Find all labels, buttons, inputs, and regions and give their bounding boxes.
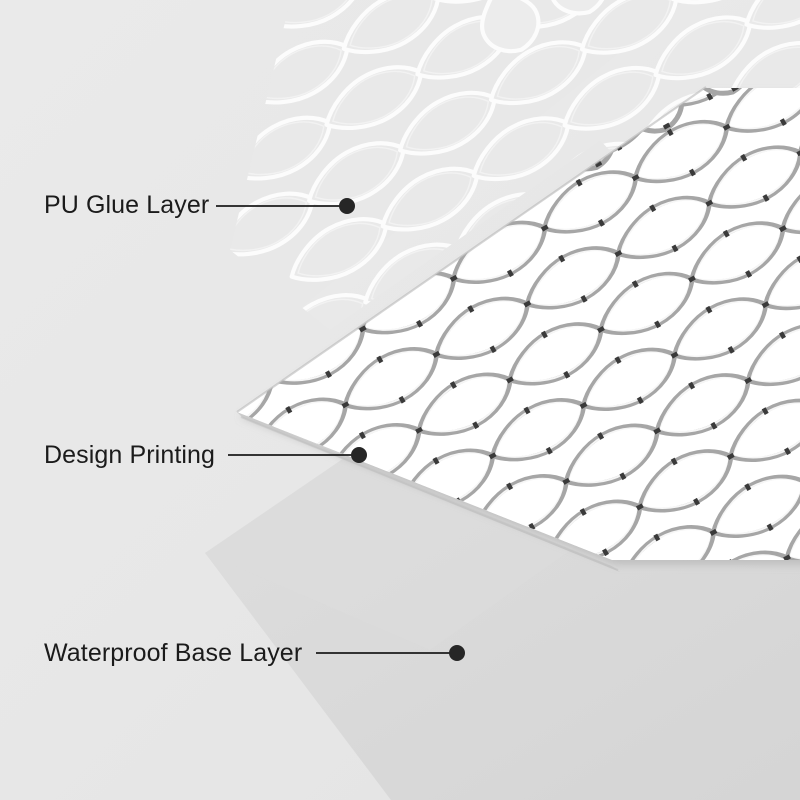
leaf-dash-accent — [597, 219, 605, 227]
leaf-dash-accent — [449, 381, 457, 389]
leaf-dash-accent — [710, 421, 718, 430]
leaf-dash-accent — [376, 355, 384, 364]
leaf-dash-accent — [523, 406, 531, 415]
leaf-dash-accent — [540, 330, 548, 339]
callout-dot-waterproof-base-layer — [449, 645, 465, 661]
callout-dot-pu-glue-layer — [339, 198, 355, 214]
leaf-dash-accent — [671, 244, 679, 253]
leaf-dash-accent — [688, 275, 696, 283]
leaf-dash-accent — [597, 432, 605, 440]
leaf-dash-accent — [706, 92, 714, 101]
leaf-dash-accent — [488, 452, 497, 460]
leaf-dash-accent — [449, 274, 458, 282]
leaf-dash-accent — [688, 168, 696, 177]
leaf-dash-accent — [744, 377, 753, 384]
leaf-dash-accent — [523, 300, 532, 308]
callout-group — [216, 198, 465, 661]
leaf-dash-accent — [779, 225, 787, 233]
leaf-dash-accent — [761, 407, 769, 415]
leaf-dash-accent — [579, 401, 588, 409]
leaf-dash-accent — [636, 503, 644, 511]
leaf-dash-accent — [705, 305, 713, 314]
leaf-dash-accent — [602, 548, 609, 557]
leaf-dash-accent — [740, 153, 748, 162]
leaf-dash-accent — [432, 350, 441, 358]
leaf-dash-accent — [745, 270, 753, 278]
leaf-dash-accent — [614, 356, 622, 364]
leaf-dash-accent — [731, 88, 739, 92]
leaf-dash-accent — [398, 395, 406, 404]
leaf-dash-accent — [540, 224, 549, 232]
callout-dot-design-printing — [351, 447, 367, 463]
leaf-dash-accent — [358, 325, 367, 333]
leaf-dash-accent — [744, 483, 752, 491]
callout-label-waterproof-base-layer: Waterproof Base Layer — [44, 639, 303, 667]
leaf-dash-accent — [631, 280, 639, 288]
leaf-dash-accent — [709, 528, 718, 536]
leaf-dash-accent — [563, 370, 571, 379]
leaf-dash-accent — [666, 128, 674, 137]
leaf-dash-accent — [575, 178, 583, 187]
leaf-dash-accent — [528, 522, 536, 531]
leaf-dash-accent — [784, 447, 791, 456]
leaf-dash-accent — [619, 472, 627, 481]
leaf-dash-accent — [662, 122, 671, 130]
leaf-dash-accent — [705, 199, 714, 207]
leaf-dash-accent — [762, 194, 770, 202]
leaf-dash-accent — [653, 427, 662, 435]
sheet-leading-edge — [236, 86, 707, 571]
leaf-dash-accent — [579, 508, 587, 516]
leaf-dash-accent — [594, 160, 603, 168]
leaf-dash-accent — [285, 406, 293, 414]
leaf-dash-accent — [580, 295, 588, 303]
leaf-row — [594, 437, 800, 560]
leaf-dash-accent — [783, 554, 791, 560]
leaf-dash-accent — [506, 482, 514, 491]
leaf-dash-accent — [779, 331, 786, 340]
leaf-dash-accent — [670, 351, 679, 359]
leaf-dash-accent — [796, 149, 800, 157]
leaf-dash-accent — [688, 381, 696, 390]
leaf-dash-accent — [727, 346, 735, 354]
leaf-dash-accent — [558, 254, 566, 263]
leaf-dash-accent — [506, 376, 514, 384]
leaf-dash-accent — [614, 250, 623, 257]
leaf-dash-accent — [653, 533, 661, 542]
leaf-dash-accent — [693, 497, 700, 506]
leaf-dash-accent — [358, 431, 366, 440]
leaf-dash-accent — [489, 345, 497, 354]
leaf-dash-accent — [506, 269, 514, 278]
leaf-dash-accent — [722, 229, 730, 238]
leaf-dash-accent — [670, 457, 678, 466]
leaf-dash-accent — [597, 326, 605, 333]
leaf-dash-accent — [631, 174, 640, 182]
leaf-dash-accent — [761, 301, 770, 309]
leaf-dash-accent — [654, 320, 662, 329]
leaf-dash-accent — [415, 426, 423, 434]
leaf-row — [429, 361, 800, 560]
leaf-dash-accent — [545, 446, 553, 455]
leaf-dash-accent — [726, 452, 735, 460]
leaf-row — [356, 285, 800, 560]
leaf-dash-accent — [325, 370, 332, 379]
leaf-dash-accent — [722, 123, 731, 131]
leaf-dash-accent — [472, 421, 480, 430]
leaf-dash-accent — [432, 457, 440, 465]
leaf-dash-accent — [649, 204, 657, 213]
leaf-dash-accent — [766, 523, 774, 532]
callout-label-design-printing: Design Printing — [44, 441, 216, 469]
leaf-dash-accent — [562, 477, 571, 485]
leaf-dash-accent — [416, 319, 423, 328]
leaf-dash-accent — [779, 118, 787, 126]
leaf-dash-accent — [341, 401, 350, 409]
leaf-dash-accent — [467, 305, 475, 313]
leaf-dash-accent — [636, 396, 644, 405]
callout-label-pu-glue-layer: PU Glue Layer — [44, 191, 210, 219]
